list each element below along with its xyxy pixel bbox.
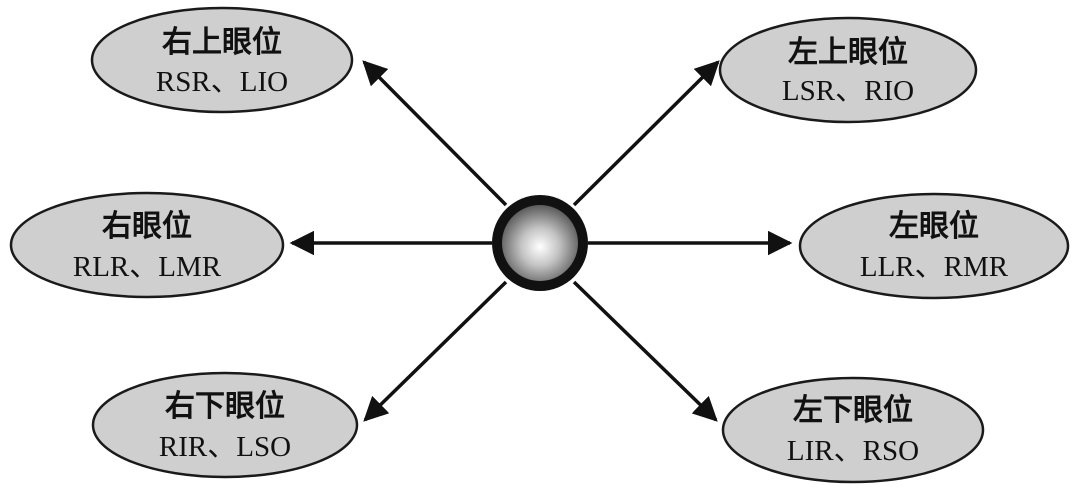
node-right-gaze: 右眼位 RLR、LMR: [9, 191, 285, 299]
node-title: 右上眼位: [162, 25, 282, 60]
arrow-upper-left-gaze: [572, 60, 720, 207]
node-muscles: LLR、RMR: [860, 251, 1009, 283]
node-left-gaze: 左眼位 LLR、RMR: [798, 192, 1070, 300]
arrow-lower-right-gaze: [363, 280, 508, 422]
arrows: [289, 60, 793, 422]
node-title: 右下眼位: [165, 389, 285, 424]
node-muscles: RLR、LMR: [73, 251, 222, 283]
node-upper-right-gaze: 右上眼位 RSR、LIO: [90, 6, 354, 114]
node-title: 左眼位: [889, 209, 979, 244]
node-upper-left-gaze: 左上眼位 LSR、RIO: [718, 16, 978, 124]
node-title: 左上眼位: [788, 35, 908, 70]
node-muscles: RIR、LSO: [159, 431, 291, 463]
node-lower-right-gaze: 右下眼位 RIR、LSO: [91, 371, 359, 479]
node-title: 左下眼位: [793, 393, 913, 428]
arrow-lower-left-gaze: [572, 280, 718, 422]
node-muscles: LSR、RIO: [782, 75, 914, 107]
center-eye: [492, 195, 588, 291]
node-muscles: RSR、LIO: [156, 66, 288, 98]
node-muscles: LIR、RSO: [787, 435, 919, 467]
node-lower-left-gaze: 左下眼位 LIR、RSO: [721, 376, 985, 484]
node-title: 右眼位: [102, 209, 192, 244]
arrow-upper-right-gaze: [362, 60, 508, 207]
